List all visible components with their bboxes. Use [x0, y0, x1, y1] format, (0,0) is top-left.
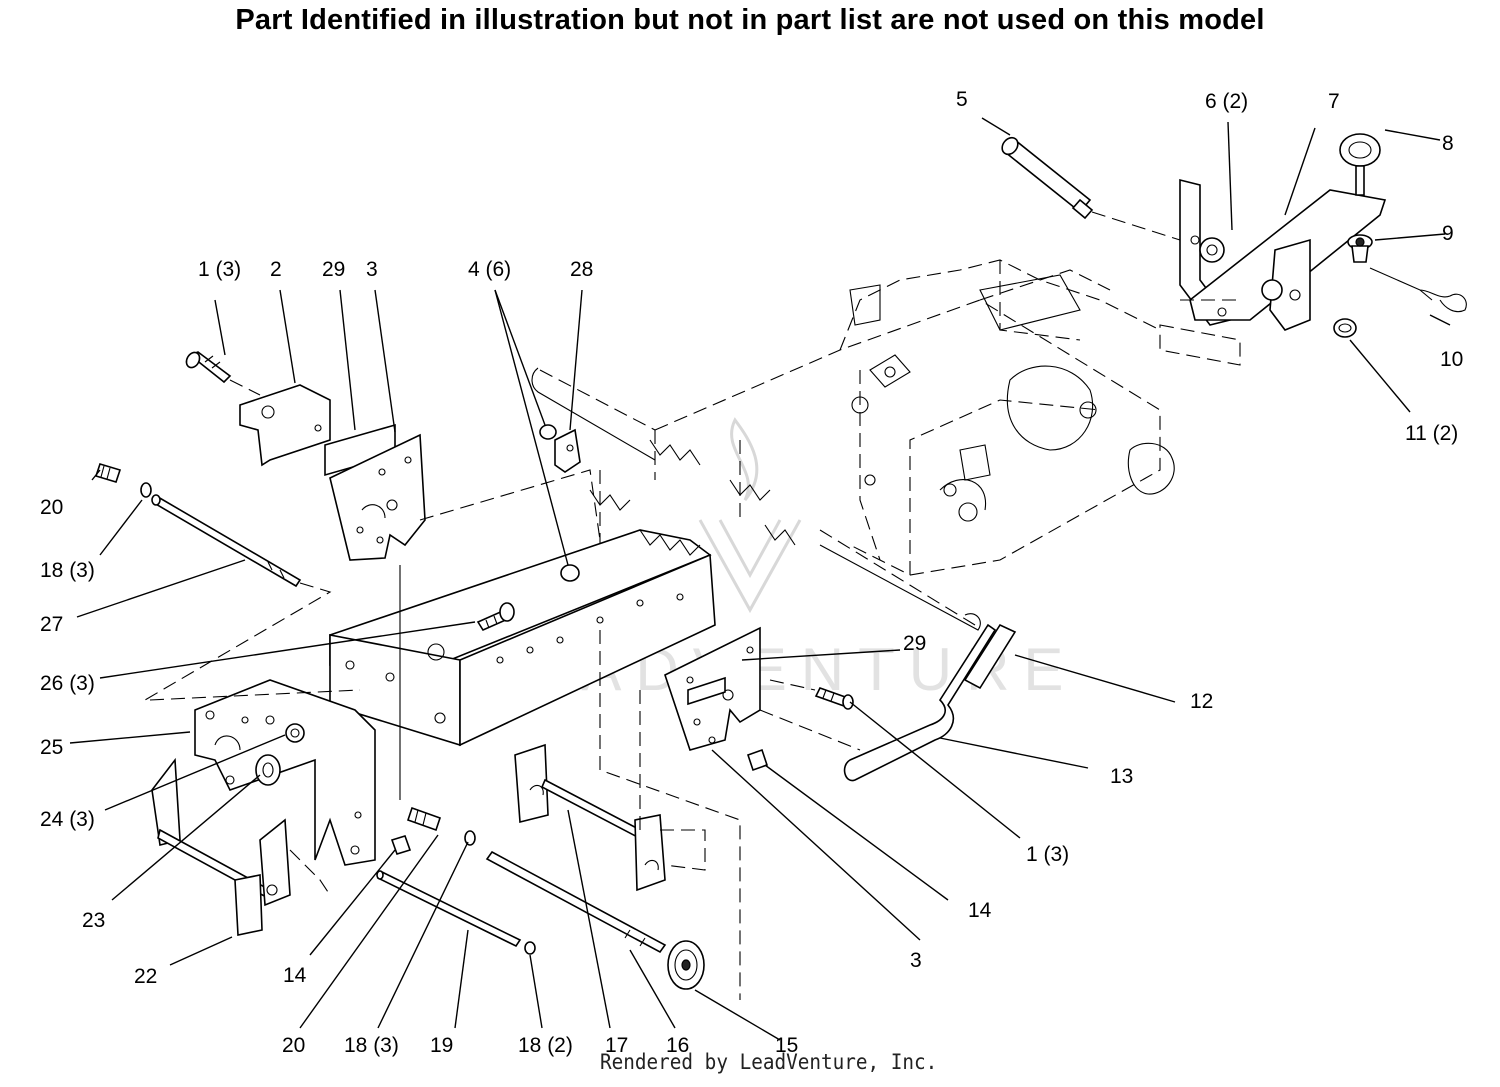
nut-9 [1347, 234, 1373, 263]
grip-12 [963, 623, 1017, 690]
callout-3: 3 [366, 258, 378, 281]
callout-13: 13 [1110, 765, 1133, 788]
hairpin-clip-10 [1369, 267, 1467, 313]
callout-4: 4 (6) [468, 258, 511, 281]
callout-9: 9 [1442, 222, 1454, 245]
spacer-20b [399, 565, 442, 832]
leader-lines [69, 117, 1451, 1041]
axle-16 [485, 850, 667, 954]
callout-16: 16 [666, 1034, 689, 1057]
callout-20: 20 [40, 496, 63, 519]
spacer-block-2 [239, 384, 331, 467]
pulley-15 [667, 940, 705, 990]
callout-1: 1 (3) [198, 258, 241, 281]
nut-24 [285, 723, 305, 743]
callout-27: 27 [40, 613, 63, 636]
axle-19 [376, 870, 522, 948]
roller-23 [255, 754, 281, 786]
callout-6: 6 (2) [1205, 90, 1248, 113]
callout-20-lower: 20 [282, 1034, 305, 1057]
frame-rail [329, 469, 716, 747]
callout-11: 11 (2) [1405, 422, 1458, 445]
callout-12: 12 [1190, 690, 1213, 713]
mounting-plate-3a [329, 433, 426, 561]
callout-18-lower: 18 (3) [344, 1034, 399, 1057]
callout-18: 18 (3) [40, 559, 95, 582]
callout-28: 28 [570, 258, 593, 281]
callout-labels: 1 (3) 2 29 3 4 (6) 28 5 6 (2) 7 8 9 10 1… [40, 88, 1463, 1057]
phantom-lines [149, 630, 741, 1000]
callout-2: 2 [270, 258, 282, 281]
callout-24: 24 (3) [40, 808, 95, 831]
lever-13 [843, 623, 997, 782]
rod-assembly-27 [144, 494, 332, 701]
nut-20a [94, 463, 122, 483]
spacer-14a [390, 835, 412, 855]
hitch-plate-7 [1159, 189, 1387, 366]
callout-15: 15 [775, 1034, 798, 1057]
clip-18b [464, 830, 476, 846]
callout-29-right: 29 [903, 632, 926, 655]
callout-3-lower: 3 [910, 949, 922, 972]
clip-18a [140, 482, 152, 498]
callout-19: 19 [430, 1034, 453, 1057]
callout-10: 10 [1440, 348, 1463, 371]
callout-17: 17 [605, 1034, 628, 1057]
callout-14-right: 14 [968, 899, 992, 922]
callout-29: 29 [322, 258, 345, 281]
page-title: Part Identified in illustration but not … [235, 4, 1265, 36]
hitch-pin-5 [1001, 136, 1181, 241]
callout-23: 23 [82, 909, 105, 932]
roller-bracket-17 [514, 743, 706, 892]
spacer-14b [746, 709, 861, 772]
eye-bolt-8 [1339, 133, 1381, 196]
footer-credit: Rendered by LeadVenture, Inc. [600, 1050, 938, 1074]
callout-8: 8 [1442, 132, 1454, 155]
bolt-1 [185, 351, 261, 396]
clip-18c [524, 941, 536, 955]
shim-plate-29b [687, 676, 726, 706]
callout-1-right: 1 (3) [1026, 843, 1069, 866]
bolt-26 [427, 602, 515, 661]
bracket-28 [554, 428, 581, 473]
axle-bracket-25 [194, 679, 376, 866]
washer-11 [1333, 318, 1357, 338]
callout-7: 7 [1328, 90, 1340, 113]
bolt-1b [769, 679, 854, 710]
callout-25: 25 [40, 736, 63, 759]
nut-4 [539, 424, 580, 582]
callout-22: 22 [134, 965, 157, 988]
callout-26: 26 (3) [40, 672, 95, 695]
callout-14: 14 [283, 964, 307, 987]
callout-18-pair: 18 (2) [518, 1034, 573, 1057]
callout-5: 5 [956, 88, 968, 111]
